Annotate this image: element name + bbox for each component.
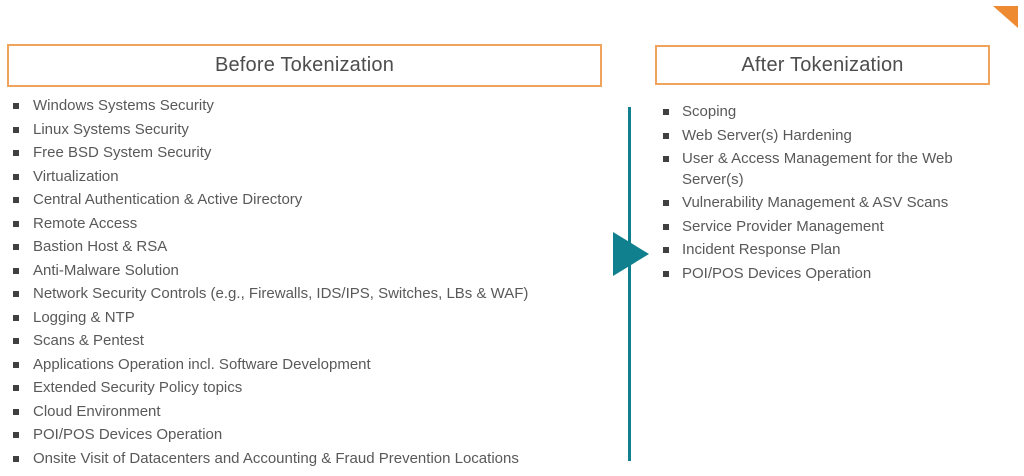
bullet-square-icon	[13, 385, 19, 391]
bullet-square-icon	[13, 361, 19, 368]
list-item-label: Incident Response Plan	[682, 241, 841, 258]
after-tokenization-title: After Tokenization	[741, 53, 904, 76]
list-item: Virtualization	[13, 165, 613, 189]
list-item-label: Linux Systems Security	[33, 120, 189, 138]
bullet-square-icon	[13, 267, 19, 274]
list-item-label: Anti-Malware Solution	[33, 261, 179, 279]
list-item-label: Bastion Host & RSA	[33, 238, 168, 255]
list-item-label: Free BSD System Security	[33, 144, 212, 161]
list-item: Scoping	[663, 102, 992, 123]
list-item: Remote Access	[13, 212, 613, 236]
bullet-square-icon	[13, 408, 19, 415]
bullet-square-icon	[13, 126, 19, 133]
bullet-square-icon	[13, 244, 19, 250]
divider-line	[628, 107, 631, 461]
list-item: Logging & NTP	[13, 306, 613, 330]
corner-triangle-shape	[993, 6, 1018, 28]
list-item-label: Web Server(s) Hardening	[682, 126, 852, 144]
list-item-label: Service Provider Management	[682, 217, 884, 235]
list-item-label: POI/POS Devices Operation	[33, 426, 223, 443]
list-item: Central Authentication & Active Director…	[13, 188, 613, 212]
list-item: Cloud Environment	[13, 400, 613, 424]
list-item-label: Logging & NTP	[33, 308, 135, 326]
bullet-square-icon	[663, 223, 669, 230]
list-item: POI/POS Devices Operation	[13, 423, 613, 447]
bullet-square-icon	[13, 150, 19, 156]
bullet-square-icon	[13, 291, 19, 297]
list-item-label: Remote Access	[33, 214, 138, 232]
list-item: Linux Systems Security	[13, 118, 613, 142]
bullet-square-icon	[663, 200, 669, 206]
list-item: Network Security Controls (e.g., Firewal…	[13, 282, 613, 306]
list-item-label: Network Security Controls (e.g., Firewal…	[33, 285, 529, 302]
list-item: Bastion Host & RSA	[13, 235, 613, 259]
before-tokenization-title: Before Tokenization	[214, 54, 395, 76]
bullet-square-icon	[13, 338, 19, 344]
bullet-square-icon	[663, 270, 669, 277]
bullet-square-icon	[663, 109, 669, 115]
bullet-square-icon	[663, 247, 669, 253]
list-item-label: Central Authentication & Active Director…	[33, 191, 303, 208]
bullet-square-icon	[13, 173, 19, 180]
list-item: Web Server(s) Hardening	[663, 126, 992, 147]
list-item: Anti-Malware Solution	[13, 259, 613, 283]
bullet-square-icon	[13, 103, 19, 109]
list-item: Service Provider Management	[663, 217, 992, 238]
list-item: Onsite Visit of Datacenters and Accounti…	[13, 447, 613, 471]
list-item-label: Extended Security Policy topics	[33, 379, 243, 396]
list-item-label: User & Access Management for the Web Ser…	[682, 150, 953, 188]
list-item: Scans & Pentest	[13, 329, 613, 353]
list-item-label: Virtualization	[33, 167, 119, 185]
list-item-label: POI/POS Devices Operation	[682, 264, 872, 282]
list-item: Incident Response Plan	[663, 240, 992, 261]
bullet-square-icon	[663, 132, 669, 139]
list-item-label: Scoping	[682, 103, 737, 120]
bullet-square-icon	[13, 455, 19, 462]
list-item-label: Onsite Visit of Datacenters and Accounti…	[33, 449, 519, 467]
list-item: POI/POS Devices Operation	[663, 264, 992, 285]
bullet-square-icon	[663, 156, 669, 162]
right-arrow-icon	[613, 232, 649, 276]
after-tokenization-header-box: After Tokenization	[655, 45, 990, 85]
list-item: Free BSD System Security	[13, 141, 613, 165]
list-item: Vulnerability Management & ASV Scans	[663, 193, 992, 214]
list-item: Applications Operation incl. Software De…	[13, 353, 613, 377]
bullet-square-icon	[13, 432, 19, 438]
list-item: User & Access Management for the Web Ser…	[663, 149, 992, 190]
before-tokenization-header-box: Before Tokenization	[7, 44, 602, 87]
list-item-label: Scans & Pentest	[33, 332, 144, 349]
bullet-square-icon	[13, 314, 19, 321]
list-item: Extended Security Policy topics	[13, 376, 613, 400]
list-item: Windows Systems Security	[13, 94, 613, 118]
bullet-square-icon	[13, 197, 19, 203]
list-item-label: Applications Operation incl. Software De…	[33, 355, 371, 373]
folded-corner-icon	[993, 6, 1018, 28]
list-item-label: Vulnerability Management & ASV Scans	[682, 194, 949, 211]
list-item-label: Cloud Environment	[33, 402, 161, 420]
list-item-label: Windows Systems Security	[33, 97, 214, 114]
bullet-square-icon	[13, 220, 19, 227]
